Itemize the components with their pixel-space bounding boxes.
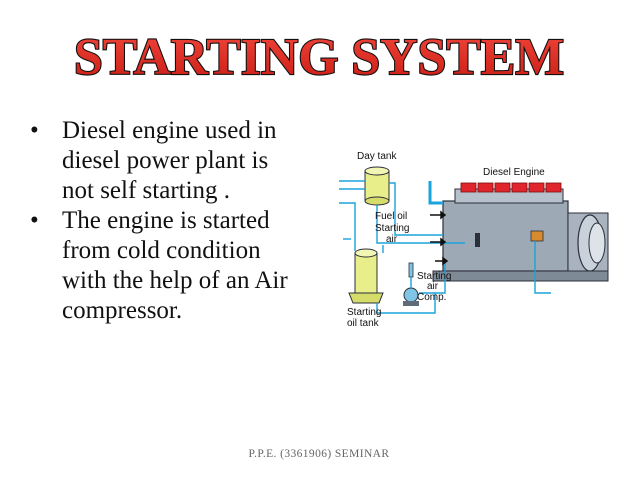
piping — [339, 180, 551, 314]
label-starting-air-comp-1: Starting — [417, 271, 451, 282]
label-starting-oil-tank-2: oil tank — [347, 318, 380, 329]
bullet-line: Diesel engine used in — [62, 117, 277, 144]
day-tank — [364, 166, 390, 206]
slide-footer: P.P.E. (3361906) SEMINAR — [248, 448, 390, 460]
label-starting-air-comp-3: Comp. — [417, 292, 446, 303]
bullet-line: diesel power plant is — [62, 147, 269, 174]
slide-title: STARTING SYSTEM — [73, 28, 565, 87]
label-starting-oil-tank-1: Starting — [347, 307, 381, 318]
bullet-item: • Diesel engine used in diesel power pla… — [30, 116, 330, 206]
bullet-line: compressor. — [62, 297, 183, 324]
bullet-item: • The engine is started from cold condit… — [30, 206, 330, 326]
bullet-line: The engine is started — [62, 207, 270, 234]
air-compressor — [403, 262, 419, 306]
label-starting-air-1: Starting — [375, 223, 409, 234]
bullet-symbol: • — [30, 207, 39, 234]
title-text: STARTING SYSTEM — [74, 29, 564, 86]
bullet-symbol: • — [30, 117, 39, 144]
bullet-line: from cold condition — [62, 237, 261, 264]
starting-oil-tank — [348, 248, 384, 304]
flow-arrows — [430, 210, 449, 266]
bullet-line: with the help of an Air — [62, 267, 288, 294]
bullet-line: not self starting . — [62, 177, 231, 204]
cylinder-heads — [460, 182, 562, 193]
bullet-list: • Diesel engine used in diesel power pla… — [30, 116, 330, 326]
slide-title-container: STARTING SYSTEM — [0, 18, 638, 88]
label-starting-air-2: air — [386, 234, 398, 245]
starting-system-diagram: Day tank Diesel Engine Fuel oil Starting… — [339, 151, 609, 329]
label-starting-air-comp-2: air — [427, 281, 439, 292]
label-diesel-engine: Diesel Engine — [483, 167, 545, 178]
label-day-tank: Day tank — [357, 151, 397, 162]
diesel-engine — [428, 181, 609, 282]
label-fuel-oil: Fuel oil — [375, 211, 407, 222]
